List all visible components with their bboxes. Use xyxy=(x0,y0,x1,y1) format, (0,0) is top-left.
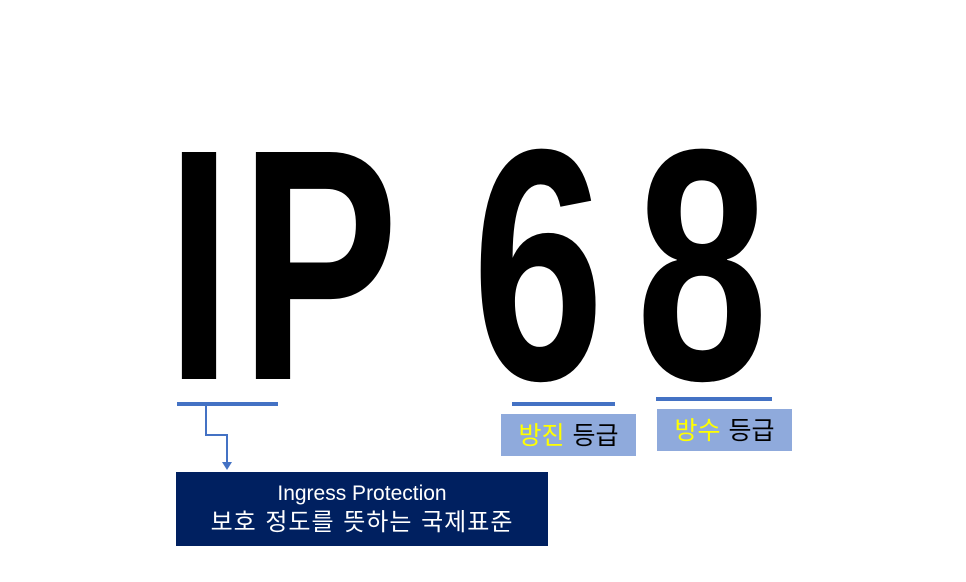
ip-definition-korean: 보호 정도를 뜻하는 국제표준 xyxy=(210,507,514,536)
water-digit-underline xyxy=(656,397,772,401)
connector-line xyxy=(226,434,228,464)
dust-label-rest: 등급 xyxy=(564,420,619,450)
ip-definition-box: Ingress Protection 보호 정도를 뜻하는 국제표준 xyxy=(176,472,548,546)
water-grade-label: 방수 등급 xyxy=(657,409,792,451)
ip-definition-english: Ingress Protection xyxy=(277,482,447,506)
dust-digit-underline xyxy=(512,402,615,406)
ip-digit-first: 6 xyxy=(472,80,605,449)
ip-letter-i: I xyxy=(166,80,233,449)
ip-letter-p: P xyxy=(240,80,399,449)
ip-underline xyxy=(177,402,278,406)
ip-digit-second: 8 xyxy=(636,80,769,449)
water-label-highlight: 방수 xyxy=(674,415,721,445)
dust-label-highlight: 방진 xyxy=(518,420,565,450)
arrow-down-icon xyxy=(222,462,232,470)
connector-line xyxy=(205,434,228,436)
dust-grade-label: 방진 등급 xyxy=(501,414,636,456)
water-label-rest: 등급 xyxy=(720,415,775,445)
connector-line xyxy=(205,405,207,436)
